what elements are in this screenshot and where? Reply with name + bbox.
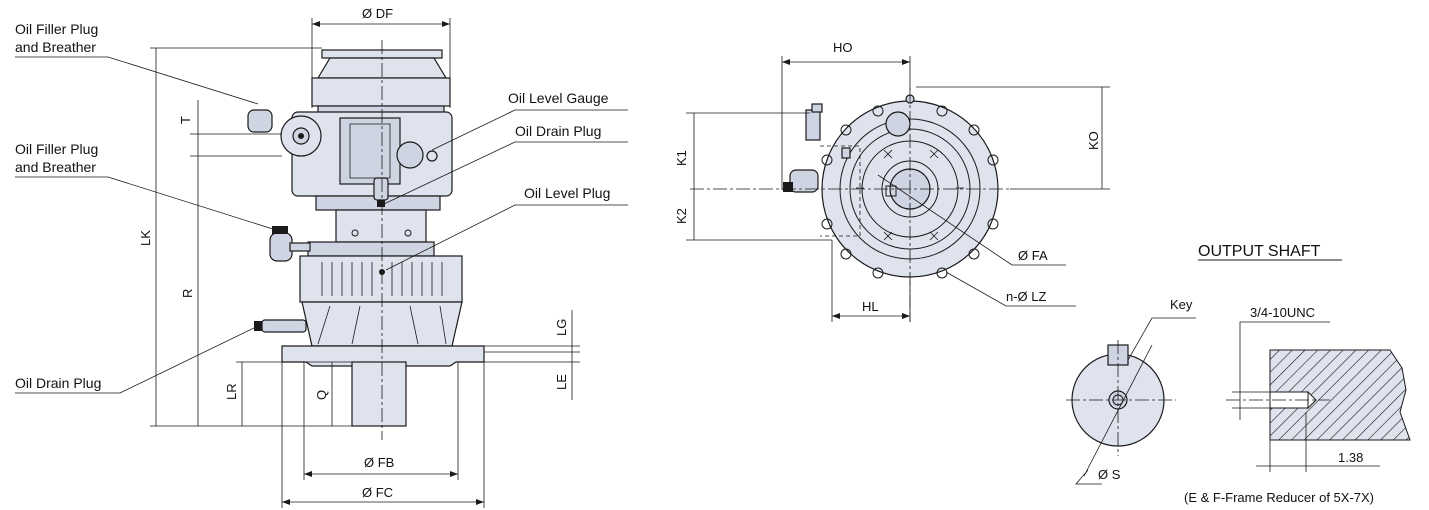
dim-k1: K1 bbox=[674, 150, 689, 166]
front-view-dimensions bbox=[686, 56, 1110, 322]
side-view-leaders bbox=[15, 56, 628, 394]
dim-t: T bbox=[178, 116, 193, 124]
dim-fa: Ø FA bbox=[1018, 248, 1048, 263]
callout-oil-filler-mid-line1: Oil Filler Plug bbox=[15, 141, 98, 157]
callout-oil-filler-top-line1: Oil Filler Plug bbox=[15, 21, 98, 37]
dim-thread: 3/4-10UNC bbox=[1250, 305, 1315, 320]
front-view-labels: HO K1 K2 KO Ø FA HL n-Ø LZ bbox=[674, 40, 1101, 314]
callout-oil-drain-right: Oil Drain Plug bbox=[515, 123, 601, 139]
dim-lg: LG bbox=[554, 319, 569, 336]
dim-lz: n-Ø LZ bbox=[1006, 289, 1047, 304]
output-shaft-section: OUTPUT SHAFT Key Ø S 3/4-10UNC 1.38 (E &… bbox=[1066, 243, 1411, 505]
front-view bbox=[783, 94, 999, 279]
callout-oil-drain-left: Oil Drain Plug bbox=[15, 375, 101, 391]
dim-q: Q bbox=[314, 390, 329, 400]
ring-ribs bbox=[321, 262, 443, 296]
dim-ho: HO bbox=[833, 40, 853, 55]
dim-lk: LK bbox=[138, 230, 153, 246]
dim-le: LE bbox=[554, 374, 569, 390]
dim-depth: 1.38 bbox=[1338, 450, 1363, 465]
side-view-labels: Oil Filler Plug and Breather Oil Filler … bbox=[15, 6, 610, 500]
dim-r: R bbox=[180, 289, 195, 298]
dim-hl: HL bbox=[862, 299, 879, 314]
output-shaft-title: OUTPUT SHAFT bbox=[1198, 243, 1321, 260]
callout-oil-filler-mid-line2: and Breather bbox=[15, 159, 96, 175]
dim-fb: Ø FB bbox=[364, 455, 394, 470]
dim-df: Ø DF bbox=[362, 6, 393, 21]
output-shaft-note: (E & F-Frame Reducer of 5X-7X) bbox=[1184, 490, 1374, 505]
side-view-dimensions bbox=[150, 18, 580, 508]
dim-fc: Ø FC bbox=[362, 485, 393, 500]
dim-s: Ø S bbox=[1098, 467, 1121, 482]
callout-oil-filler-top-line2: and Breather bbox=[15, 39, 96, 55]
callout-oil-level-plug: Oil Level Plug bbox=[524, 185, 610, 201]
dim-lr: LR bbox=[224, 383, 239, 400]
dim-ko: KO bbox=[1086, 131, 1101, 150]
dim-k2: K2 bbox=[674, 208, 689, 224]
callout-oil-level-gauge: Oil Level Gauge bbox=[508, 90, 609, 106]
label-key: Key bbox=[1170, 297, 1193, 312]
side-view bbox=[247, 49, 485, 427]
